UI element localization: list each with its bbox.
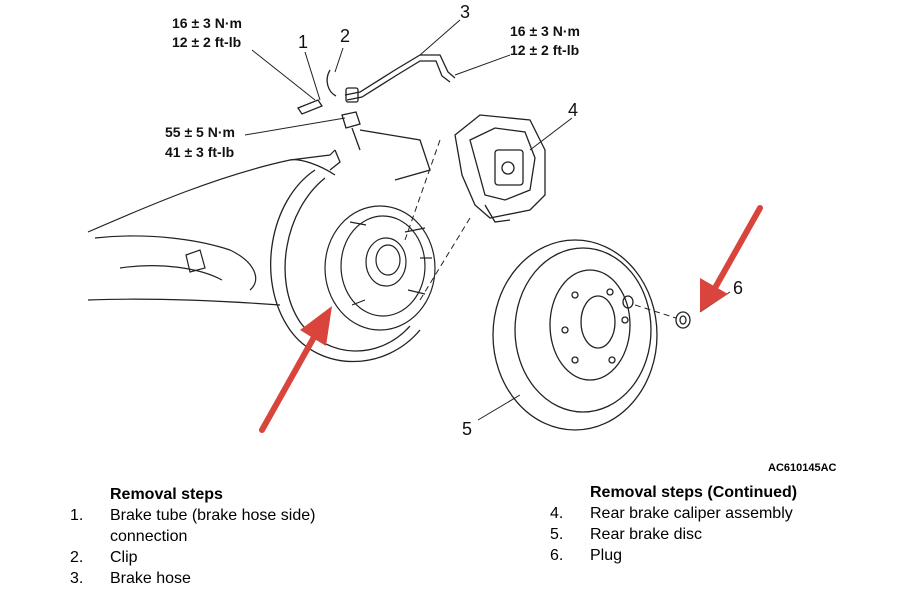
step-text: Brake tube (brake hose side) — [110, 507, 316, 524]
arrow-head-right-icon — [700, 278, 728, 312]
step-text: Clip — [110, 549, 138, 566]
leader-lines — [244, 19, 731, 421]
dust-shield — [270, 129, 431, 363]
callout-2: 2 — [340, 26, 350, 46]
callout-3: 3 — [460, 2, 470, 22]
step-text-continued: connection — [110, 528, 188, 545]
arrow-head-left-icon — [300, 306, 332, 346]
removal-steps-continued-list: Removal steps (Continued) 4. Rear brake … — [550, 482, 850, 566]
step-number: 3. — [70, 570, 84, 587]
callout-6: 6 — [733, 278, 743, 298]
torque-1-ftlb: 12 ± 2 ft-lb — [172, 34, 241, 50]
alignment-lines — [404, 139, 677, 319]
callout-1: 1 — [298, 32, 308, 52]
list-item: 5. Rear brake disc — [550, 524, 850, 545]
torque-3-nm: 16 ± 3 N·m — [510, 23, 580, 39]
axle-arm — [87, 149, 336, 306]
step-text: Rear brake disc — [590, 526, 703, 543]
brake-disc — [492, 239, 658, 431]
step-text: Plug — [590, 547, 623, 564]
list-item: 2. Clip — [70, 547, 390, 568]
removal-steps-heading: Removal steps — [110, 486, 223, 503]
step-number: 4. — [550, 505, 564, 522]
torque-bolt-ftlb: 41 ± 3 ft-lb — [165, 144, 234, 160]
step-number: 2. — [70, 549, 84, 566]
list-item: 4. Rear brake caliper assembly — [550, 503, 850, 524]
list-item: 3. Brake hose — [70, 568, 390, 589]
torque-3-ftlb: 12 ± 2 ft-lb — [510, 42, 579, 58]
step-number: 1. — [70, 507, 84, 524]
caliper-assembly — [454, 114, 546, 223]
step-text: Rear brake caliper assembly — [590, 505, 793, 522]
removal-steps-continued-heading: Removal steps (Continued) — [590, 484, 798, 501]
step-number: 5. — [550, 526, 564, 543]
brake-exploded-diagram: 1 2 3 4 5 6 16 ± 3 N·m 12 ± 2 ft-lb 16 ±… — [87, 2, 763, 439]
callout-5: 5 — [462, 419, 472, 439]
removal-steps-list: Removal steps 1. Brake tube (brake hose … — [70, 484, 390, 589]
red-arrows — [259, 205, 763, 433]
brake-hose-parts — [297, 54, 456, 151]
figure-code: AC610145AC — [768, 462, 837, 474]
torque-bolt-nm: 55 ± 5 N·m — [165, 124, 235, 140]
plug — [675, 311, 691, 329]
callout-4: 4 — [568, 100, 578, 120]
step-text: Brake hose — [110, 570, 191, 587]
hub-assembly — [324, 205, 436, 331]
step-number: 6. — [550, 547, 564, 564]
list-item: 6. Plug — [550, 545, 850, 566]
torque-1-nm: 16 ± 3 N·m — [172, 15, 242, 31]
list-item: 1. Brake tube (brake hose side) connecti… — [70, 505, 390, 547]
